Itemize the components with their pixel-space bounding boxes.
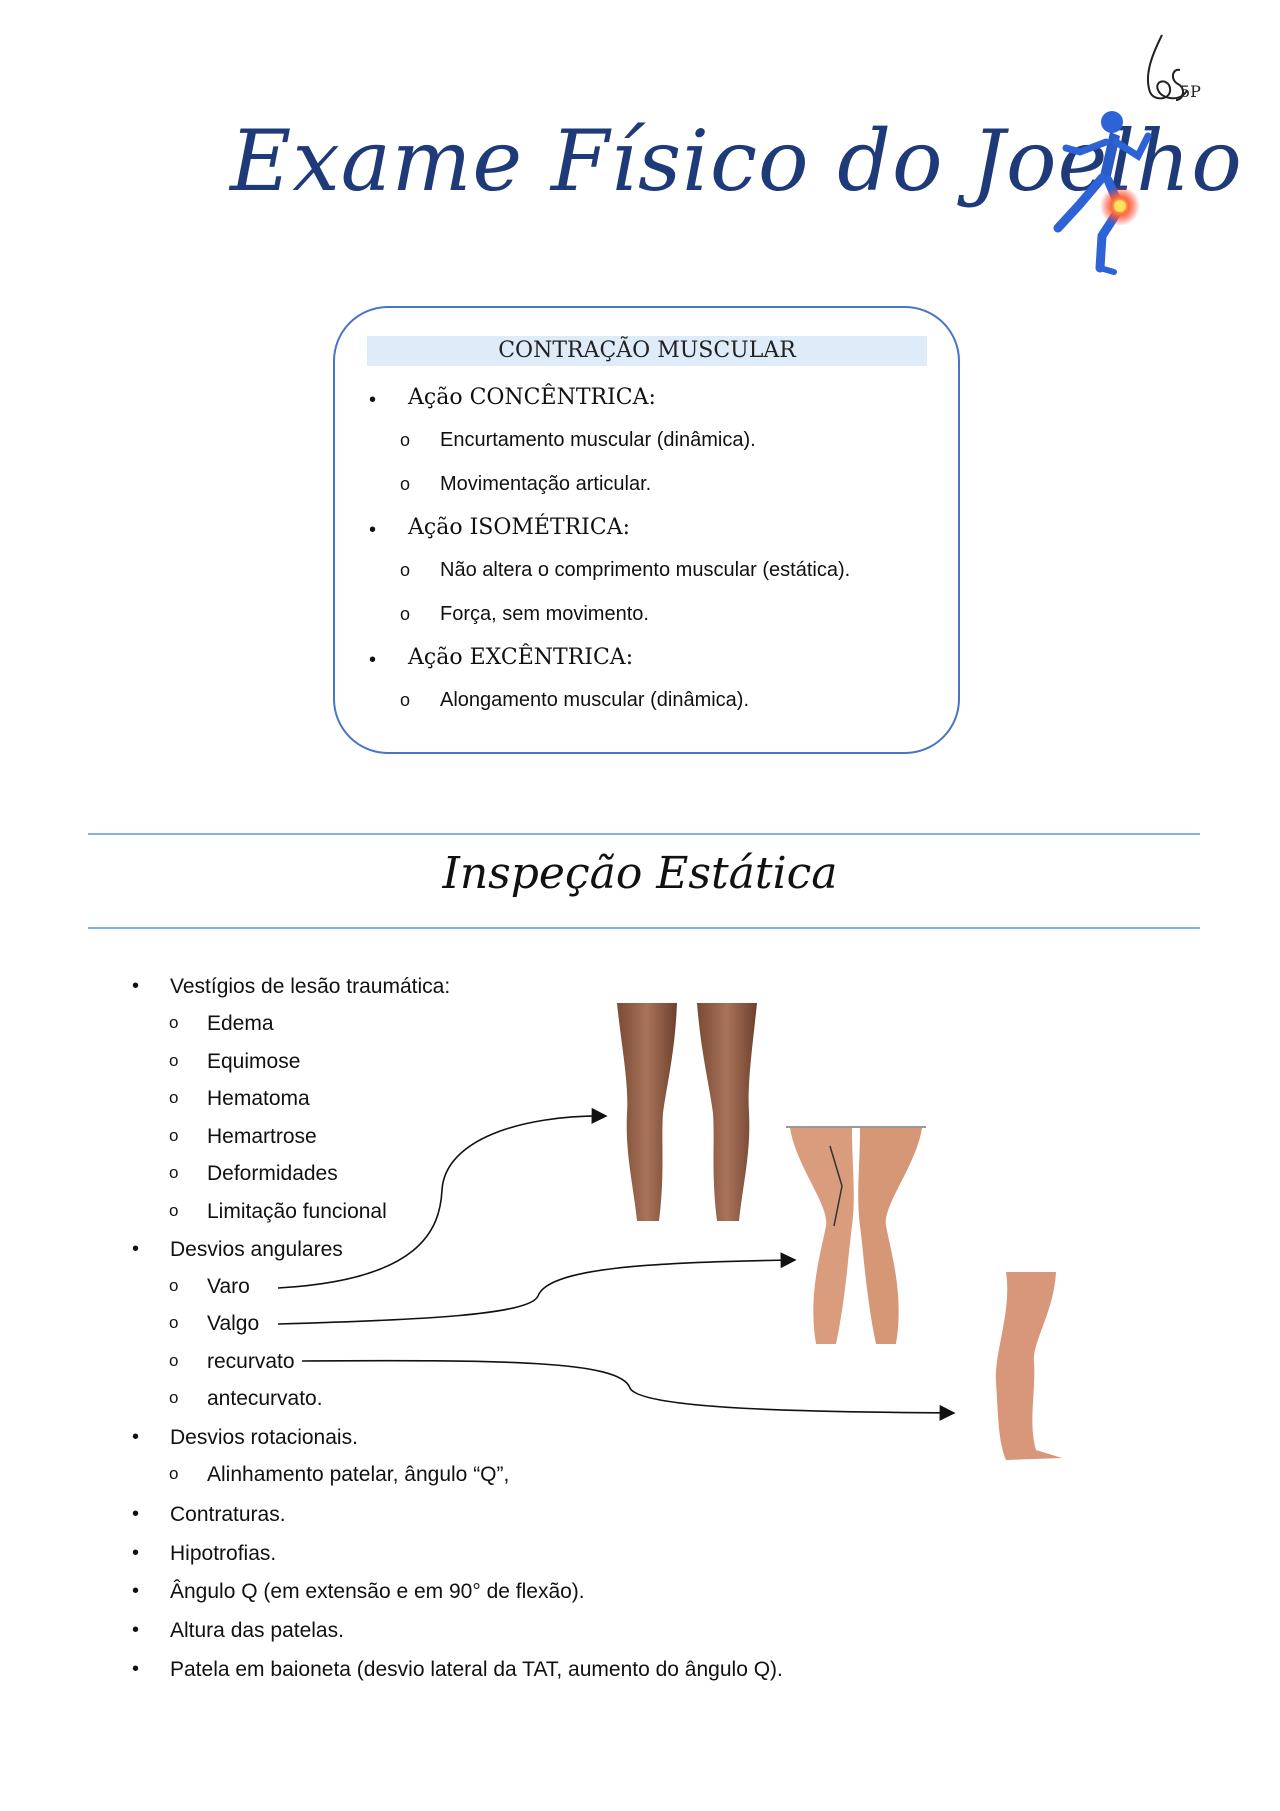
list-item: Vestígios de lesão traumática: [170, 975, 451, 998]
bullet-dot: • [132, 1580, 140, 1602]
bullet-circle: o [400, 430, 411, 450]
sub-list-item: Hematoma [207, 1087, 310, 1110]
bullet-dot: • [369, 389, 377, 411]
bullet-circle: o [169, 1126, 179, 1145]
sub-list-item: Deformidades [207, 1162, 338, 1185]
bullet-dot: • [132, 975, 140, 997]
bullet-circle: o [400, 474, 411, 494]
logo-initials: 5P [1180, 82, 1201, 101]
recurvatum-leg-image [995, 1272, 1062, 1460]
list-item: Contraturas. [170, 1503, 286, 1526]
list-item: Patela em baioneta (desvio lateral da TA… [170, 1658, 783, 1681]
sub-list-item-varo: Varo [207, 1275, 250, 1298]
bullet-dot: • [132, 1426, 140, 1448]
bullet-dot: • [369, 649, 377, 671]
list-item: Desvios rotacionais. [170, 1426, 358, 1449]
list-item: Ângulo Q (em extensão e em 90° de flexão… [170, 1580, 585, 1603]
valgus-legs-image [786, 1126, 926, 1344]
list-item: Altura das patelas. [170, 1619, 344, 1642]
box-subitem: Não altera o comprimento muscular (estát… [440, 559, 851, 581]
bullet-circle: o [169, 1013, 179, 1032]
varus-legs-image [617, 1003, 757, 1221]
runner-illustration-icon [1053, 111, 1152, 275]
bullet-dot: • [369, 519, 377, 541]
action-concentric: Ação CONCÊNTRICA: [408, 385, 656, 410]
box-subitem: Encurtamento muscular (dinâmica). [440, 429, 756, 451]
list-item: Desvios angulares [170, 1238, 343, 1261]
contraction-box [333, 306, 960, 754]
bullet-circle: o [169, 1088, 179, 1107]
bullet-circle: o [169, 1313, 179, 1332]
sub-list-item: Alinhamento patelar, ângulo “Q”, [207, 1463, 510, 1486]
bullet-circle: o [169, 1464, 179, 1483]
box-subitem: Força, sem movimento. [440, 603, 649, 625]
bullet-circle: o [400, 690, 411, 710]
box-subitem: Alongamento muscular (dinâmica). [440, 689, 750, 711]
bullet-circle: o [169, 1388, 179, 1407]
list-item: Hipotrofias. [170, 1542, 277, 1565]
action-eccentric: Ação EXCÊNTRICA: [408, 645, 634, 670]
sub-list-item: Edema [207, 1012, 274, 1035]
bullet-dot: • [132, 1658, 140, 1680]
sub-list-item: Limitação funcional [207, 1200, 387, 1223]
section-rule-top [88, 833, 1200, 835]
bullet-dot: • [132, 1619, 140, 1641]
box-subitem: Movimentação articular. [440, 473, 652, 495]
bullet-dot: • [132, 1542, 140, 1564]
bullet-circle: o [169, 1163, 179, 1182]
bullet-circle: o [169, 1201, 179, 1220]
valgo-arrow [277, 1252, 797, 1325]
section-title: Inspeção Estática [442, 848, 838, 899]
bullet-circle: o [400, 560, 411, 580]
bullet-circle: o [169, 1276, 179, 1295]
section-rule-bottom [88, 927, 1200, 929]
sub-list-item-antecurvato: antecurvato. [207, 1387, 323, 1410]
sub-list-item-valgo: Valgo [207, 1312, 260, 1335]
recurvato-arrow [301, 1359, 956, 1421]
bullet-dot: • [132, 1238, 140, 1260]
bullet-circle: o [169, 1051, 179, 1070]
contraction-box-heading: CONTRAÇÃO MUSCULAR [367, 336, 927, 366]
action-isometric: Ação ISOMÉTRICA: [408, 515, 631, 540]
bullet-dot: • [132, 1503, 140, 1525]
page-title: Exame Físico do Joelho [230, 112, 1243, 210]
author-logo-icon [1146, 34, 1188, 101]
bullet-circle: o [400, 604, 411, 624]
sub-list-item-recurvato: recurvato [207, 1350, 295, 1373]
sub-list-item: Hemartrose [207, 1125, 317, 1148]
bullet-circle: o [169, 1351, 179, 1370]
sub-list-item: Equimose [207, 1050, 301, 1073]
